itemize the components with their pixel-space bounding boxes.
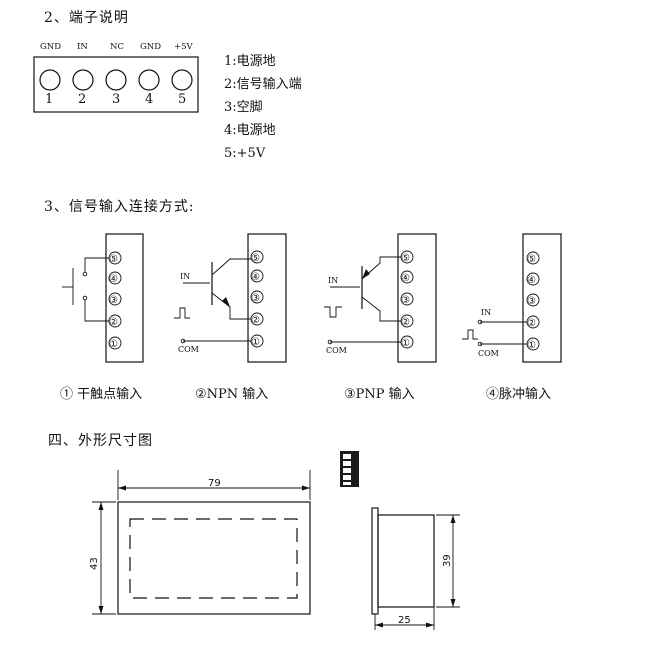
- pin-description-list: 1:电源地 2:信号输入端 3:空脚 4:电源地 5:+5V: [224, 50, 302, 165]
- pnp-terminal-mark-5: ⑤: [401, 253, 410, 264]
- terminal-pin-number-2: 2: [78, 92, 87, 107]
- terminals-section-title: 2、端子说明: [44, 10, 129, 26]
- dimensions-section-title: 四、外形尺寸图: [48, 433, 153, 449]
- terminal-pin-number-4: 4: [145, 92, 154, 107]
- front-view: [92, 470, 311, 615]
- wiring-section-title: 3、信号输入连接方式:: [44, 199, 195, 215]
- pulse-com-label: COM: [478, 349, 499, 358]
- npn-terminal-mark-4: ④: [251, 272, 260, 283]
- pulse-terminal-mark-3: ③: [527, 296, 536, 307]
- npn-com-label: COM: [178, 345, 199, 354]
- pnp-com-label: COM: [326, 346, 347, 355]
- front-width-value: 79: [208, 478, 221, 489]
- terminal-header-gnd-1: GND: [40, 42, 62, 52]
- terminal-block: [33, 56, 199, 113]
- pulse-terminal-mark-2: ②: [527, 318, 536, 329]
- dry-terminal-mark-2: ②: [109, 317, 118, 328]
- pnp-terminal-mark-2: ②: [401, 317, 410, 328]
- terminal-header-5v: +5V: [174, 42, 193, 52]
- side-depth-value: 25: [398, 615, 411, 626]
- wiring-dry-contact: [62, 233, 144, 363]
- caption-npn: ②NPN 输入: [195, 387, 269, 402]
- pin-description-2: 2:信号输入端: [224, 77, 302, 92]
- pulse-terminal-mark-1: ①: [527, 340, 536, 351]
- dry-terminal-mark-4: ④: [109, 274, 118, 285]
- caption-pnp: ③PNP 输入: [344, 387, 415, 402]
- side-height-value: 39: [442, 554, 453, 567]
- dip-switch: [340, 451, 359, 487]
- terminal-pin-number-5: 5: [178, 92, 187, 107]
- pnp-in-label: IN: [328, 276, 338, 285]
- terminal-pin-number-1: 1: [45, 92, 54, 107]
- npn-terminal-mark-1: ①: [251, 337, 260, 348]
- dry-terminal-mark-3: ③: [109, 295, 118, 306]
- pin-description-5: 5:+5V: [224, 146, 266, 161]
- pin-description-1: 1:电源地: [224, 54, 276, 69]
- caption-pulse: ④脉冲输入: [486, 387, 552, 402]
- wiring-pnp: [324, 233, 437, 363]
- caption-dry-contact: ① 干触点输入: [60, 387, 143, 402]
- pin-description-3: 3:空脚: [224, 100, 263, 115]
- pulse-terminal-mark-4: ④: [527, 275, 536, 286]
- side-view: [371, 507, 460, 630]
- front-height-value: 43: [89, 557, 100, 570]
- pnp-terminal-mark-3: ③: [401, 295, 410, 306]
- npn-terminal-mark-2: ②: [251, 315, 260, 326]
- pin-description-4: 4:电源地: [224, 123, 276, 138]
- dry-terminal-mark-5: ⑤: [109, 254, 118, 265]
- npn-terminal-mark-5: ⑤: [251, 253, 260, 264]
- wiring-pulse: [462, 233, 562, 363]
- wiring-npn: [174, 233, 287, 363]
- npn-in-label: IN: [180, 272, 190, 281]
- terminal-header-gnd-2: GND: [140, 42, 162, 52]
- dry-terminal-mark-1: ①: [109, 339, 118, 350]
- terminal-pin-number-3: 3: [112, 92, 121, 107]
- pnp-terminal-mark-4: ④: [401, 273, 410, 284]
- pnp-terminal-mark-1: ①: [401, 338, 410, 349]
- terminal-header-nc: NC: [110, 42, 124, 52]
- terminal-header-in: IN: [77, 42, 88, 52]
- npn-terminal-mark-3: ③: [251, 293, 260, 304]
- pulse-terminal-mark-5: ⑤: [527, 254, 536, 265]
- pulse-in-label: IN: [481, 308, 491, 317]
